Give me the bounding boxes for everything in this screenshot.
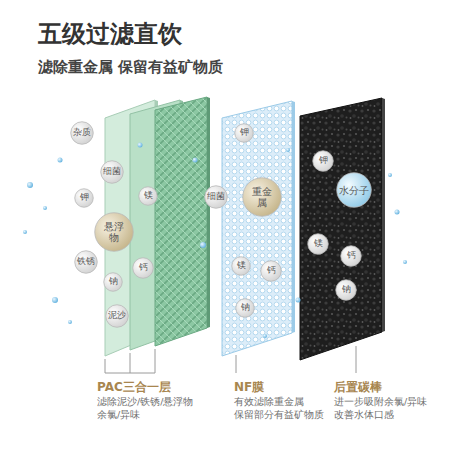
particle-label: 细菌 (103, 167, 121, 177)
particle-shape (106, 305, 129, 328)
particle-circle: 钙 (340, 245, 362, 267)
particle-label: 钙 (347, 251, 356, 261)
particle-shape (205, 186, 228, 209)
particle-label: 钠 (342, 285, 351, 295)
subtitle: 滤除重金属 保留有益矿物质 (38, 57, 223, 77)
particle-shape (75, 251, 98, 274)
title: 五级过滤直饮 (38, 18, 182, 50)
particle-label: 悬浮物 (104, 221, 124, 243)
particle-circle: 细菌 (204, 185, 228, 209)
particle-label: 重金属 (252, 186, 272, 208)
particle-circle: 重金属 (242, 177, 282, 217)
particle-circle: 铁锈 (74, 250, 98, 274)
particle-circle: 悬浮物 (94, 212, 134, 252)
layer-description: 滤除泥沙/铁锈/悬浮物 余氯/异味 (97, 396, 203, 422)
particle-circle: 钾 (234, 123, 254, 143)
particle-circle: 杂质 (70, 121, 94, 145)
particle-shape (71, 122, 94, 145)
particle-label: 镁 (237, 261, 246, 271)
particle-circle: 钠 (335, 279, 357, 301)
layer-heading: 后置碳棒 (334, 379, 382, 395)
particle-circle: 钠 (103, 272, 123, 292)
particle-shape (139, 187, 158, 206)
particle-label: 钾 (80, 193, 89, 203)
particle-circle: 水分子 (336, 172, 372, 208)
particle-shape (336, 280, 357, 301)
particle-shape (75, 189, 94, 208)
particle-shape (133, 258, 154, 279)
layer-heading: NF膜 (234, 379, 264, 395)
particle-circle: 钙 (260, 260, 282, 282)
particle-label: 细菌 (207, 192, 225, 202)
particle-label: 泥沙 (108, 311, 126, 321)
particle-label: 镁 (314, 239, 323, 249)
particle-shape (337, 173, 372, 208)
particle-shape (95, 213, 134, 252)
layer-description: 有效滤除重金属 保留部分有益矿物质 (234, 396, 334, 422)
particle-label: 钾 (240, 128, 249, 138)
particle-label: 镁 (144, 191, 153, 201)
particle-circle: 镁 (138, 186, 158, 206)
particle-shape (101, 161, 124, 184)
particle-shape (308, 234, 329, 255)
particle-label: 钠 (241, 303, 250, 313)
particle-shape (243, 178, 282, 217)
particle-circle: 泥沙 (105, 304, 129, 328)
particle-shape (104, 273, 123, 292)
particle-label: 钙 (139, 263, 148, 273)
particle-shape (341, 246, 362, 267)
particle-circle: 镁 (231, 256, 251, 276)
particle-circle: 镁 (307, 233, 329, 255)
layer-heading: PAC三合一层 (97, 379, 171, 395)
layer-description: 进一步吸附余氯/异味 改善水体口感 (334, 396, 440, 422)
leader-lines (105, 346, 356, 373)
particle-circle: 钙 (132, 257, 154, 279)
particle-shape (236, 299, 255, 318)
particle-label: 铁锈 (77, 257, 95, 267)
water-drops (23, 143, 407, 339)
particle-shape (232, 257, 251, 276)
particle-shape (261, 261, 282, 282)
particle-label: 钾 (319, 156, 328, 166)
particle-label: 水分子 (339, 185, 369, 196)
particle-circle: 钾 (74, 188, 94, 208)
particle-shape (313, 151, 334, 172)
particle-circle: 钠 (235, 298, 255, 318)
particle-circle: 细菌 (100, 160, 124, 184)
particle-label: 杂质 (73, 128, 91, 138)
particle-label: 钠 (109, 277, 118, 287)
particle-circle: 钾 (312, 150, 334, 172)
particle-shape (235, 124, 254, 143)
particle-label: 钙 (267, 266, 276, 276)
